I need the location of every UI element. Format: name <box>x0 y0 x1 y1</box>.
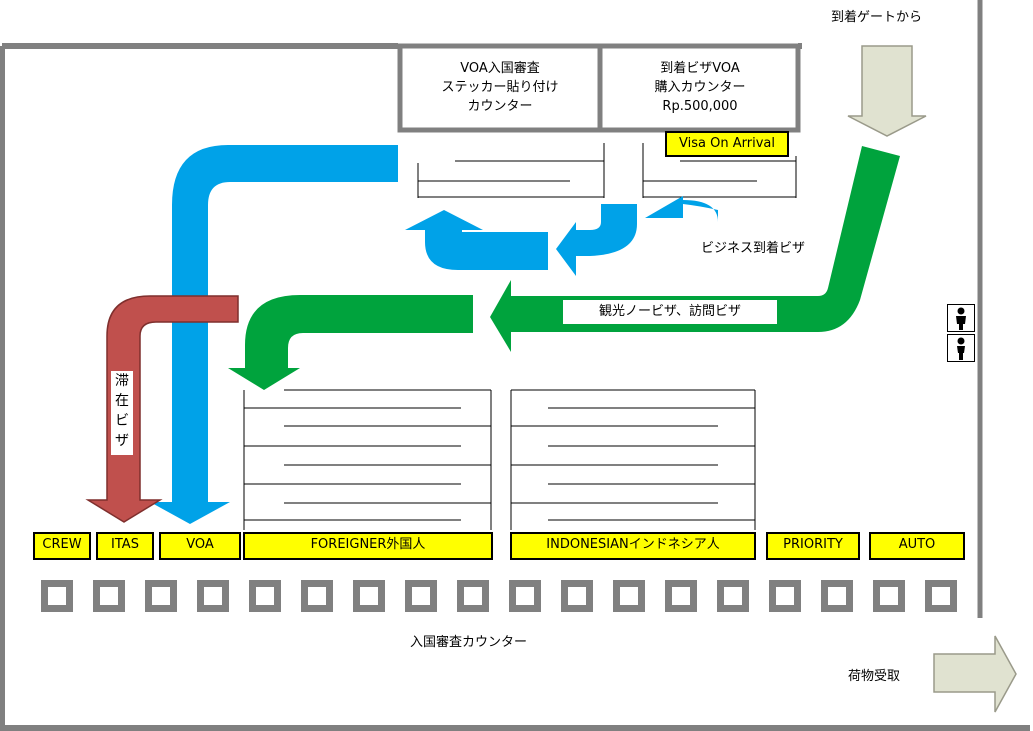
arrival-gate-label: 到着ゲートから <box>831 10 923 25</box>
immigration-counter-booth <box>41 580 73 612</box>
voa-purchase-counter-box <box>597 43 801 133</box>
immigration-counter-booth <box>613 580 645 612</box>
immigration-counter-booth <box>665 580 697 612</box>
immigration-counter-booth <box>405 580 437 612</box>
immigration-counter-booth <box>457 580 489 612</box>
business-visa-label: ビジネス到着ビザ <box>687 237 819 261</box>
blue-sticker-return-arrow <box>405 210 548 270</box>
immigration-counter-booth <box>925 580 957 612</box>
voa-purchase-counter-text: 到着ビザVOA 購入カウンター Rp.500,000 <box>654 61 746 114</box>
immigration-counter-booth <box>509 580 541 612</box>
immigration-counter-label: 入国審査カウンター <box>410 635 528 650</box>
baggage-claim-label: 荷物受取 <box>848 669 901 684</box>
lane-itas: ITAS <box>96 532 154 560</box>
voa-sticker-counter-text: VOA入国審査 ステッカー貼り付け カウンター <box>441 61 559 114</box>
person-icon <box>956 307 966 330</box>
lane-indonesian: INDONESIANインドネシア人 <box>510 532 756 560</box>
immigration-counter-booth <box>353 580 385 612</box>
immigration-counter-booth <box>197 580 229 612</box>
blue-voa-arrow <box>150 145 398 524</box>
lane-crew: CREW <box>33 532 91 560</box>
immigration-counter-booth <box>93 580 125 612</box>
blue-business-visa-arrow <box>645 196 818 222</box>
green-foreigner-arrow <box>228 295 473 390</box>
tourist-visa-label: 観光ノービザ、訪問ビザ <box>563 300 777 324</box>
flow-arrows <box>85 45 1017 713</box>
lane-foreigner: FOREIGNER外国人 <box>243 532 493 560</box>
stay-visa-label: 滞 在 ビ ザ <box>111 371 133 455</box>
immigration-counter-booth <box>561 580 593 612</box>
person-icon <box>957 337 965 360</box>
visa-on-arrival-sign: Visa On Arrival <box>665 131 789 157</box>
main-queue-rails <box>243 389 756 530</box>
immigration-counter-booth <box>301 580 333 612</box>
lane-auto: AUTO <box>869 532 965 560</box>
terminal-wall <box>0 43 1030 731</box>
voa-queue-rails <box>417 143 797 198</box>
immigration-counter-booth <box>769 580 801 612</box>
blue-purchase-to-sticker-arrow <box>556 204 637 276</box>
immigration-counter-booth <box>145 580 177 612</box>
voa-sticker-counter-box <box>397 43 603 133</box>
red-itas-arrow <box>85 295 239 523</box>
lane-voa: VOA <box>159 532 241 560</box>
immigration-counter-booth <box>873 580 905 612</box>
immigration-counter-booth <box>249 580 281 612</box>
immigration-counter-booth <box>821 580 853 612</box>
lane-priority: PRIORITY <box>766 532 860 560</box>
immigration-counter-booth <box>717 580 749 612</box>
restroom-sign-1 <box>947 304 975 332</box>
restroom-sign-2 <box>947 334 975 362</box>
baggage-claim-arrow <box>933 635 1017 713</box>
arrival-flow-arrow <box>847 45 927 137</box>
